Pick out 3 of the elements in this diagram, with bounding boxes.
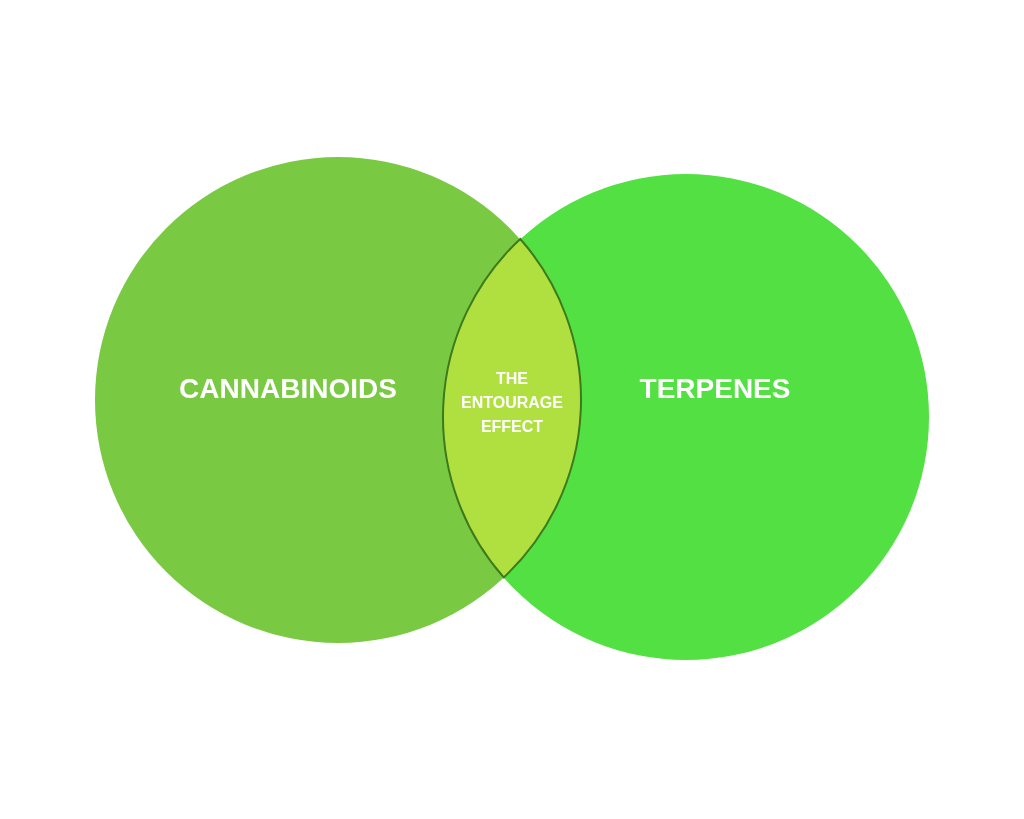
region-label: TERPENES bbox=[639, 372, 791, 406]
region-label: THE ENTOURAGE EFFECT bbox=[460, 369, 564, 437]
region-label: CANNABINOIDS bbox=[179, 372, 397, 406]
